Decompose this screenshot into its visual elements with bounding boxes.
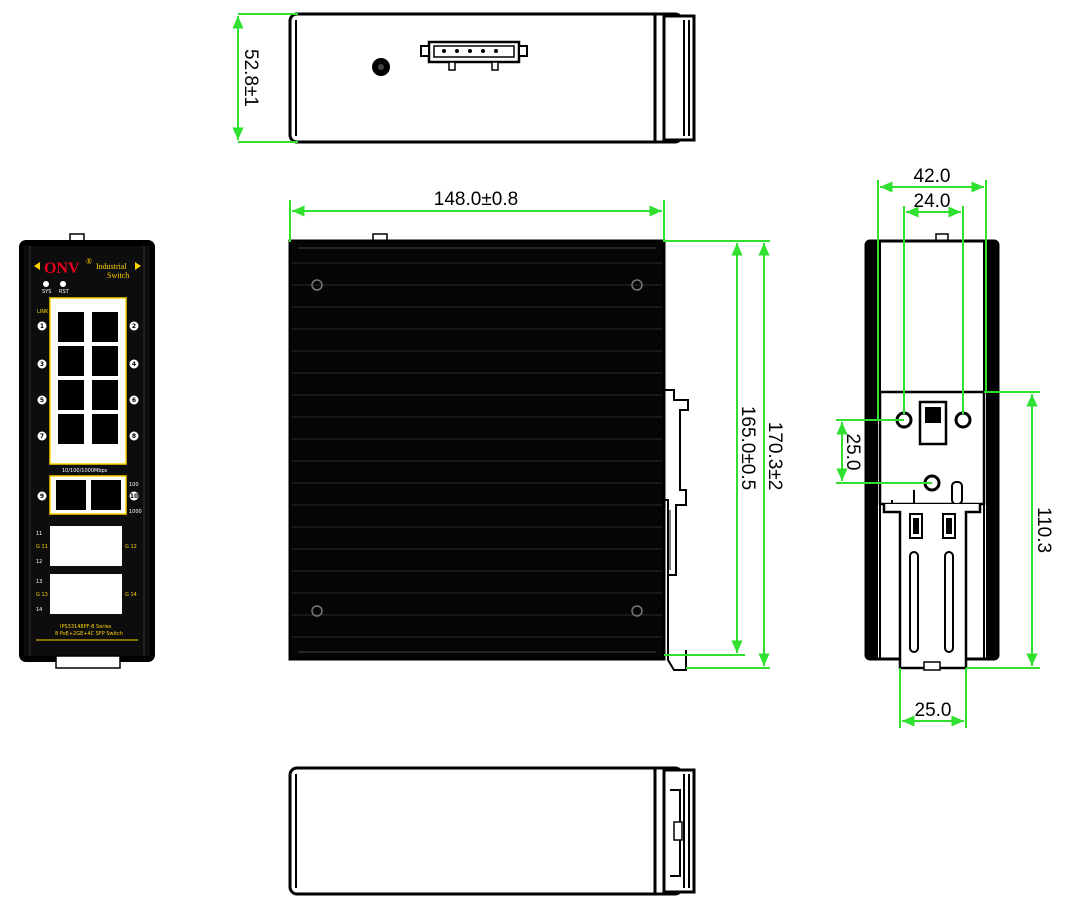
- sfp-g11-label: G 11: [36, 544, 48, 550]
- dim-side-rail-width: 25.0: [915, 700, 952, 721]
- port-num-1: 1: [40, 323, 44, 330]
- rst-label: RST: [59, 289, 70, 295]
- port-num-3: 3: [40, 361, 44, 368]
- top-view: 52.8±1: [232, 12, 696, 144]
- side-view: 42.0 24.0 25.0 110.3 25.0: [836, 166, 1054, 728]
- sfp-g12-label: G 12: [125, 544, 137, 550]
- dim-front-width: 148.0±0.8: [434, 189, 518, 210]
- brand-logo: ONV: [44, 260, 80, 277]
- dim-front-height-inner: 165.0±0.5: [737, 406, 758, 490]
- sfp-14-label: 14: [36, 607, 42, 613]
- sfp-11-label: 11: [36, 531, 42, 537]
- brand-mark: ®: [86, 257, 92, 266]
- dim-front-height-outer: 170.3±2: [764, 422, 785, 491]
- model-line-1: IPS33148PF-8 Series: [60, 624, 112, 630]
- dim-side-width-inner: 24.0: [914, 191, 951, 212]
- port-num-5: 5: [40, 397, 44, 404]
- panel-title-1: Industrial: [96, 262, 127, 271]
- rst-led-icon: [60, 281, 66, 287]
- front-panel: ONV ® Industrial Switch SYS RST LINK 1 2…: [19, 233, 155, 669]
- panel-title-2: Switch: [107, 271, 129, 280]
- sfp-g14-label: G 14: [125, 592, 137, 598]
- bottom-view: [288, 766, 696, 896]
- rj45-ports: [58, 312, 118, 444]
- link-label: LINK: [37, 309, 49, 315]
- front-view: 148.0±0.8 165.0±0.5 170.3±2: [288, 189, 785, 671]
- model-line-2: 8 PoE+2GE+4C SFP Switch: [55, 631, 123, 637]
- sys-led-icon: [43, 281, 49, 287]
- port-num-4: 4: [132, 361, 136, 368]
- port-number-badges: 1 2 3 4 5 6 7 8: [37, 321, 139, 441]
- terminal-block-icon: [420, 40, 528, 71]
- speed-label: 10/100/1000Mbps: [62, 468, 108, 474]
- sfp-12-label: 12: [36, 559, 42, 565]
- sfp-13-label: 13: [36, 579, 42, 585]
- port-num-7: 7: [40, 433, 44, 440]
- combo-num-9: 9: [40, 493, 44, 500]
- dim-side-hole-spacing: 25.0: [842, 434, 863, 471]
- dim-side-rail-height: 110.3: [1033, 507, 1054, 553]
- combo-100-label: 100: [129, 482, 139, 488]
- port-num-8: 8: [132, 433, 136, 440]
- dim-top-height: 52.8±1: [240, 49, 261, 107]
- combo-num-10: 10: [130, 493, 138, 500]
- sfp-g13-label: G 13: [36, 592, 48, 598]
- sys-label: SYS: [42, 289, 51, 295]
- dim-side-width-outer: 42.0: [914, 166, 951, 187]
- combo-1000-label: 1000: [129, 509, 142, 515]
- port-num-2: 2: [132, 323, 136, 330]
- port-num-6: 6: [132, 397, 136, 404]
